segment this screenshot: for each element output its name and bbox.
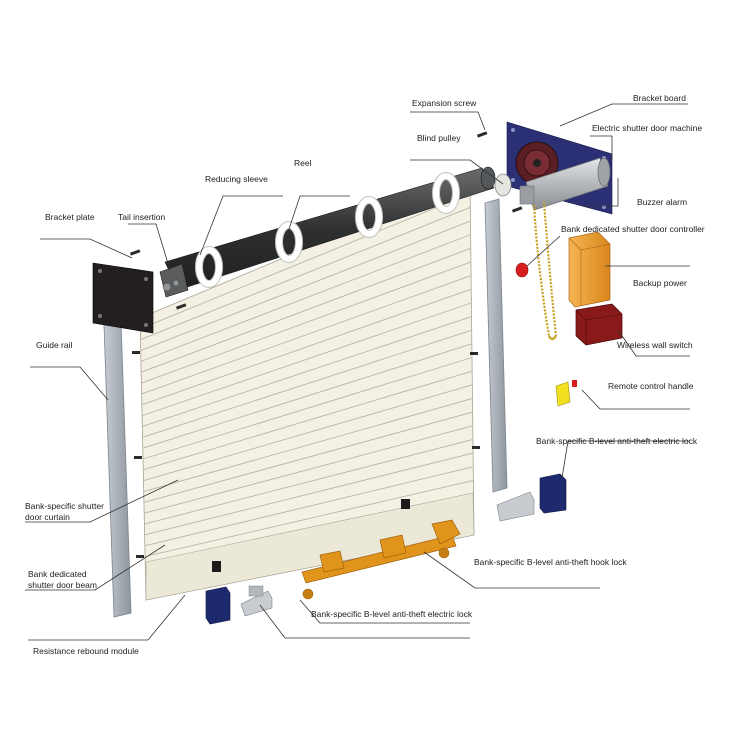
- door-curtain: [139, 179, 475, 601]
- leader-lines: [25, 103, 690, 641]
- curtain-slat-line: [143, 370, 473, 471]
- label-expansion-screw: Expansion screw: [412, 98, 477, 108]
- curtain-slat-line: [141, 302, 472, 417]
- hook-lock: [301, 519, 461, 600]
- label-reel: Reel: [294, 158, 312, 168]
- label-door-beam-2: shutter door beam: [28, 580, 97, 590]
- curtain-slat-line: [140, 234, 471, 362]
- curtain-slat-line: [143, 384, 473, 482]
- curtain-slat-line: [142, 343, 472, 449]
- guide-rail-left: [103, 320, 132, 618]
- beam-handle-right: [401, 499, 410, 509]
- label-electric-lock-right: Bank-specific B-level anti-theft electri…: [536, 436, 698, 446]
- reducing-sleeves: [195, 172, 460, 288]
- curtain-slat-line: [142, 316, 472, 427]
- curtain-slat-line: [144, 438, 474, 525]
- bracket-plate: [92, 262, 154, 334]
- curtain-slat-line: [142, 329, 472, 438]
- label-resistance-rebound-module: Resistance rebound module: [33, 646, 139, 656]
- label-electric-shutter-door-machine: Electric shutter door machine: [592, 123, 702, 133]
- curtain-slat-line: [142, 357, 473, 460]
- label-guide-rail: Guide rail: [36, 340, 72, 350]
- label-blind-pulley: Blind pulley: [417, 133, 461, 143]
- electric-lock-right: [496, 473, 567, 522]
- curtain-slat-line: [140, 247, 471, 373]
- beam-handle-left: [212, 561, 221, 572]
- buzzer-alarm: [515, 262, 529, 278]
- curtain-slat-line: [141, 261, 472, 384]
- curtain-slat-line: [144, 452, 474, 536]
- curtain-slat-line: [140, 220, 471, 351]
- expansion-screws: [129, 131, 523, 558]
- guide-rail-right: [484, 198, 508, 493]
- label-remote-control-handle: Remote control handle: [608, 381, 694, 391]
- label-door-curtain-1: Bank-specific shutter: [25, 501, 104, 511]
- label-backup-power: Backup power: [633, 278, 687, 288]
- label-wireless-wall-switch: Wireless wall switch: [617, 340, 693, 350]
- label-door-beam-1: Bank dedicated: [28, 569, 87, 579]
- tail-insertion: [159, 263, 189, 298]
- label-door-curtain-2: door curtain: [25, 512, 70, 522]
- curtain-slats: [140, 193, 474, 558]
- blind-pulley: [494, 141, 559, 197]
- resistance-rebound-module: [240, 585, 273, 617]
- curtain-slat-line: [140, 193, 471, 330]
- curtain-slat-line: [144, 425, 473, 514]
- label-shutter-door-controller: Bank dedicated shutter door controller: [561, 224, 705, 234]
- label-hook-lock: Bank-specific B-level anti-theft hook lo…: [474, 557, 627, 567]
- label-bracket-plate: Bracket plate: [45, 212, 95, 222]
- backup-power: [575, 303, 623, 346]
- label-tail-insertion: Tail insertion: [118, 212, 166, 222]
- labels: Expansion screw Bracket board Blind pull…: [25, 93, 705, 656]
- curtain-slat-line: [144, 466, 474, 547]
- label-electric-lock-bottom: Bank-specific B-level anti-theft electri…: [311, 609, 473, 619]
- curtain-slat-line: [144, 479, 474, 558]
- electric-lock-bottom: [205, 586, 231, 625]
- shutter-door-controller: [568, 231, 611, 308]
- label-reducing-sleeve: Reducing sleeve: [205, 174, 268, 184]
- curtain-slat-line: [141, 288, 472, 406]
- remote-control-handle: [555, 380, 577, 407]
- curtain-slat-line: [143, 411, 473, 503]
- curtain-slat-line: [141, 275, 472, 395]
- electric-shutter-door-machine: [519, 157, 611, 211]
- curtain-slat-line: [143, 398, 473, 492]
- label-bracket-board: Bracket board: [633, 93, 686, 103]
- curtain-slat-line: [140, 206, 471, 341]
- label-buzzer-alarm: Buzzer alarm: [637, 197, 687, 207]
- hand-chain: [532, 201, 558, 341]
